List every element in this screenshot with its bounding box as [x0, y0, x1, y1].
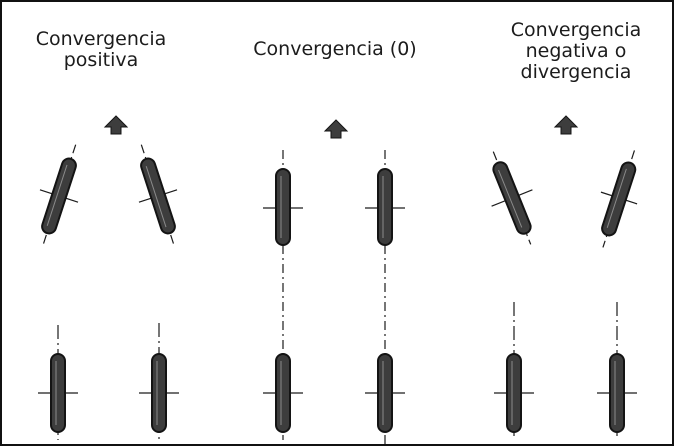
panel-positive-title: Convergencia positiva [20, 29, 182, 71]
front-right-wheel [365, 168, 405, 246]
front-left-wheel [263, 168, 303, 246]
panel-zero [263, 119, 405, 445]
rear-right-wheel [139, 323, 179, 440]
panel-negative-title-line-2: negativa o [525, 40, 627, 62]
front-left-wheel [39, 144, 79, 248]
rear-right-wheel [365, 353, 405, 433]
rear-left-wheel [263, 353, 303, 433]
panel-negative-title: Convergencia negativa o divergencia [493, 20, 659, 83]
front-right-wheel [138, 144, 178, 248]
panel-positive [38, 115, 179, 440]
panel-positive-title-line-2: positiva [63, 49, 139, 71]
up-arrow-icon [553, 115, 579, 135]
rear-right-wheel [597, 302, 637, 440]
up-arrow-icon [323, 119, 349, 139]
panel-negative-title-line-1: Convergencia [510, 19, 642, 41]
rear-left-wheel [38, 325, 78, 440]
front-right-wheel [600, 150, 638, 248]
front-left-wheel [491, 151, 533, 245]
panel-negative [491, 115, 638, 440]
panel-zero-title: Convergencia (0) [230, 39, 440, 60]
rear-left-wheel [494, 302, 534, 440]
panel-positive-title-line-1: Convergencia [35, 28, 167, 50]
panel-negative-title-line-3: divergencia [520, 61, 632, 83]
up-arrow-icon [103, 115, 129, 135]
panel-zero-title-line-1: Convergencia (0) [253, 38, 417, 60]
